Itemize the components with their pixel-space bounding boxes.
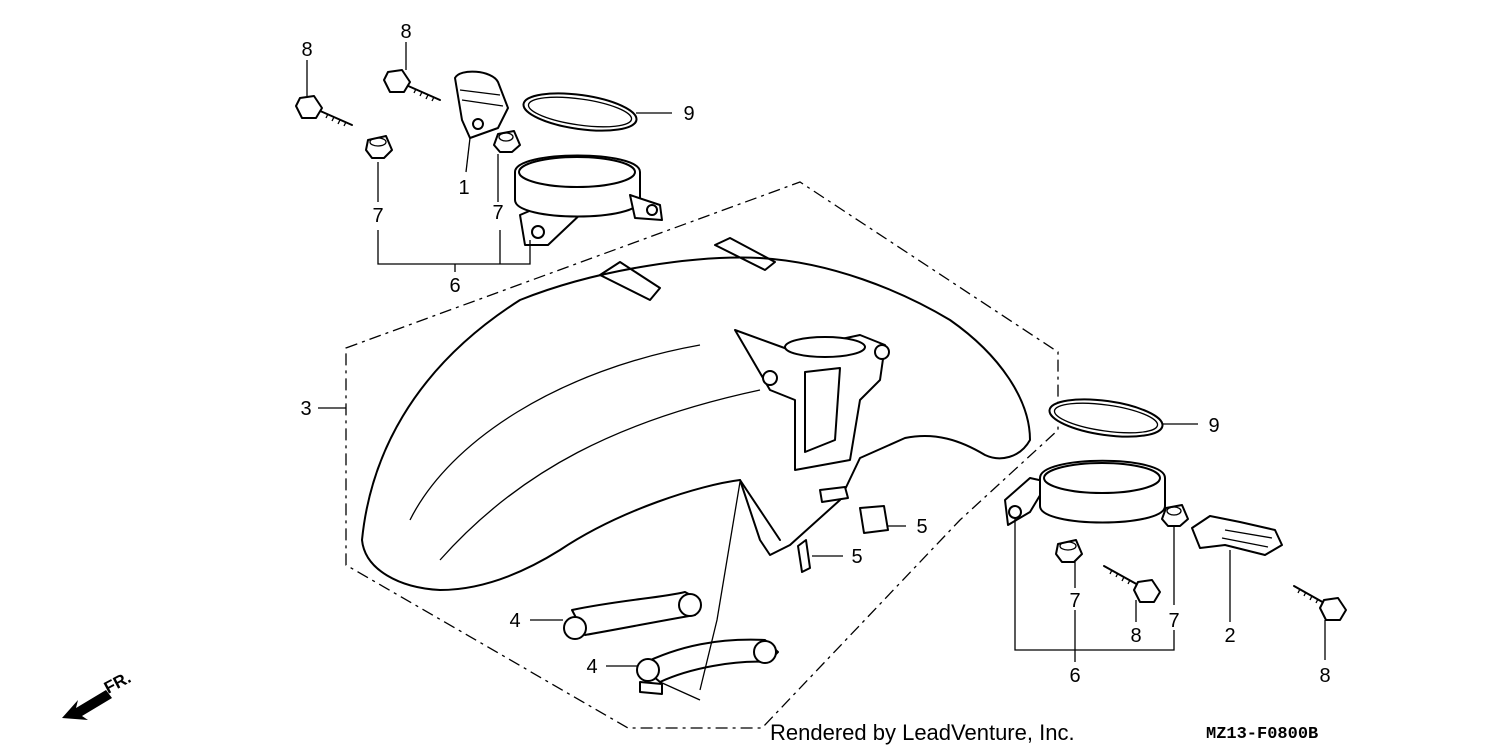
bolt-right-b[interactable] [1293, 585, 1347, 621]
callout-5[interactable]: 5 [916, 516, 927, 538]
bolt-right-a-thread [1109, 569, 1131, 585]
ring-right-inner [1053, 402, 1159, 434]
front-fender[interactable] [361, 237, 1031, 591]
collar-left-a-body [365, 135, 393, 159]
fender-inner-edge [739, 479, 781, 541]
grommet-a-body [859, 505, 889, 534]
bolt-left-a-head [295, 95, 323, 119]
fork-brace-left[interactable] [514, 154, 663, 246]
hose-clamp-b-tab [639, 681, 663, 695]
assembly-outline [345, 181, 1059, 729]
brace-left-ring-top [518, 156, 636, 188]
fender-body [361, 256, 1031, 591]
bolt-left-b-shank [405, 84, 441, 101]
fork-brace-right[interactable] [1004, 459, 1166, 526]
fender-hole-right [874, 344, 890, 360]
brace-right-tab-hole [1008, 505, 1022, 519]
callout-1[interactable]: 1 [458, 177, 469, 199]
callout-4[interactable]: 4 [509, 610, 520, 632]
callout-7[interactable]: 7 [1069, 590, 1080, 612]
hose-clamp-b-eye-left [636, 658, 660, 682]
bolt-right-a-shank [1103, 565, 1141, 587]
callout-7[interactable]: 7 [372, 205, 383, 227]
bolt-left-a-thread [325, 113, 347, 127]
grommet-a[interactable] [859, 505, 889, 534]
callout-7[interactable]: 7 [1168, 610, 1179, 632]
bolt-left-a[interactable] [295, 95, 353, 127]
clamp-left-ribs [459, 89, 504, 107]
bolt-left-b[interactable] [383, 69, 441, 102]
callout-5[interactable]: 5 [851, 546, 862, 568]
collar-left-a[interactable] [365, 135, 393, 159]
fender-hole-left [762, 370, 778, 386]
clamp-left-body [454, 70, 509, 139]
ring-right[interactable] [1047, 393, 1165, 443]
callout-7[interactable]: 7 [492, 202, 503, 224]
bolt-right-b-shank [1293, 585, 1327, 605]
callout-8[interactable]: 8 [400, 21, 411, 43]
clamp-left[interactable] [454, 70, 509, 139]
clamp-left-hole [472, 118, 484, 130]
grommet-b[interactable] [797, 539, 811, 573]
fender-tab [819, 486, 849, 503]
bolt-left-b-thread [413, 88, 435, 102]
collar-left-b-hole [498, 132, 514, 142]
bolt-left-a-shank [317, 109, 353, 126]
collar-right-b-hole [1166, 506, 1182, 516]
collar-left-b[interactable] [493, 130, 521, 153]
collar-left-a-hole [369, 137, 387, 147]
callout-2[interactable]: 2 [1224, 625, 1235, 647]
fender-vent-right [714, 237, 776, 271]
leader-lines [306, 42, 1326, 701]
callout-6[interactable]: 6 [1069, 665, 1080, 687]
hose-clamp-a[interactable] [563, 591, 702, 640]
brace-left-tab-hole [531, 225, 545, 239]
ring-left[interactable] [521, 87, 639, 137]
collar-right-a-body [1055, 539, 1083, 563]
diagram-code: MZ13-F0800B [1206, 725, 1318, 744]
brace-left-ear-hole [646, 204, 658, 216]
brace-right-ring-top [1043, 462, 1161, 494]
hose-clamp-b-eye-right [753, 640, 777, 664]
fender-mount-ring [784, 336, 866, 358]
callout-3[interactable]: 3 [300, 398, 311, 420]
grommet-b-body [797, 539, 811, 573]
bolt-right-b-thread [1297, 588, 1319, 604]
callout-9[interactable]: 9 [683, 103, 694, 125]
bolt-right-b-head [1319, 597, 1347, 621]
render-credit: Rendered by LeadVenture, Inc. [770, 720, 1075, 745]
callout-6[interactable]: 6 [449, 275, 460, 297]
hose-clamp-b[interactable] [636, 638, 779, 695]
front-arrow-icon [62, 690, 112, 720]
fender-crease-2 [439, 389, 761, 561]
callout-9[interactable]: 9 [1208, 415, 1219, 437]
clamp-right-ribs [1221, 529, 1273, 548]
clamp-right-body [1191, 515, 1283, 556]
front-direction-indicator: FR. [62, 668, 134, 720]
collar-right-a[interactable] [1055, 539, 1083, 563]
ring-right-outer [1048, 398, 1164, 438]
ring-left-inner [527, 96, 633, 128]
bolt-right-a-head [1133, 579, 1161, 603]
fender-slot [804, 367, 841, 453]
bolt-left-b-head [383, 69, 411, 93]
callout-8[interactable]: 8 [301, 39, 312, 61]
callout-8[interactable]: 8 [1319, 665, 1330, 687]
hose-clamp-a-eye-right [678, 593, 702, 617]
fender-crease-1 [409, 344, 701, 521]
hose-clamp-b-band [639, 638, 779, 683]
callout-8[interactable]: 8 [1130, 625, 1141, 647]
collar-right-b[interactable] [1161, 504, 1189, 527]
bolt-right-a[interactable] [1103, 565, 1161, 603]
ring-left-outer [522, 92, 638, 132]
clamp-right[interactable] [1191, 515, 1283, 556]
callout-4[interactable]: 4 [586, 656, 597, 678]
fender-vent-left [599, 261, 661, 301]
hose-clamp-a-eye-left [563, 616, 587, 640]
collar-right-a-hole [1059, 541, 1077, 551]
